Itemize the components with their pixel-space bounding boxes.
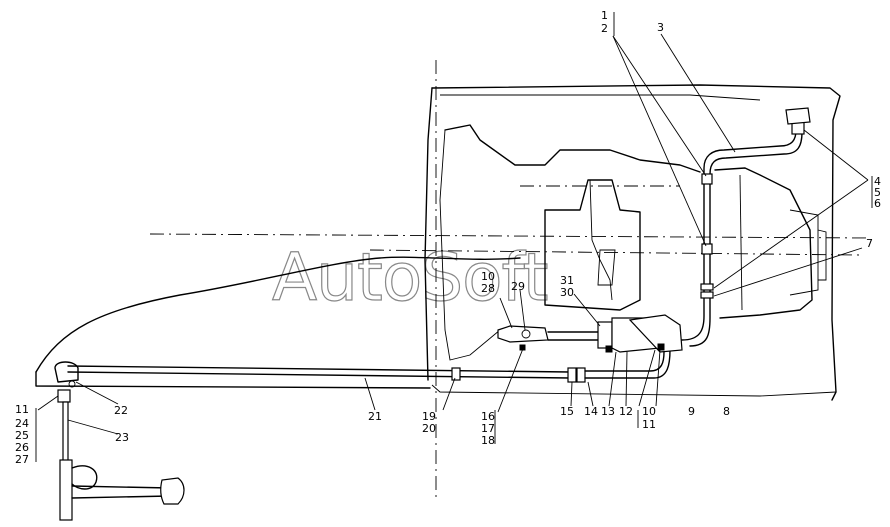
callout-10-upper: 10 <box>481 270 495 283</box>
callout-18: 18 <box>481 434 495 447</box>
callout-3: 3 <box>657 21 664 34</box>
hydraulic-line-21 <box>67 349 671 383</box>
callout-1: 1 <box>601 9 608 22</box>
callout-29: 29 <box>511 280 525 293</box>
cab-floor-outline <box>35 256 521 389</box>
callout-26: 26 <box>15 441 29 454</box>
callout-4: 4 <box>874 175 881 188</box>
pneumohydraulic-booster <box>497 314 683 353</box>
callout-11-pedal: 11 <box>15 403 29 416</box>
callout-28: 28 <box>481 282 495 295</box>
callout-30: 30 <box>560 286 574 299</box>
callout-6: 6 <box>874 197 881 210</box>
callout-24: 24 <box>15 417 29 430</box>
callout-8: 8 <box>723 405 730 418</box>
callout-15: 15 <box>560 405 574 418</box>
callout-5: 5 <box>874 186 881 199</box>
center-lines <box>149 60 871 500</box>
callout-10-lower: 10 <box>642 405 656 418</box>
callout-2: 2 <box>601 22 608 35</box>
callout-22: 22 <box>114 404 128 417</box>
callout-31: 31 <box>560 274 574 287</box>
callout-11-lower: 11 <box>642 418 656 431</box>
gearbox-housing <box>424 84 841 401</box>
callout-7: 7 <box>866 237 873 250</box>
clutch-pedal-assembly <box>54 361 185 521</box>
leader-lines <box>35 12 873 462</box>
callout-21: 21 <box>368 410 382 423</box>
callout-14: 14 <box>584 405 598 418</box>
callout-20: 20 <box>422 422 436 435</box>
reservoir-lines <box>681 107 811 347</box>
callout-9: 9 <box>688 405 695 418</box>
callout-17: 17 <box>481 422 495 435</box>
callout-19: 19 <box>422 410 436 423</box>
callout-13: 13 <box>601 405 615 418</box>
callout-labels: 1 2 3 4 5 6 7 8 9 10 11 12 13 14 15 16 1… <box>15 9 881 466</box>
callout-25: 25 <box>15 429 29 442</box>
callout-12: 12 <box>619 405 633 418</box>
callout-16: 16 <box>481 410 495 423</box>
callout-27: 27 <box>15 453 29 466</box>
callout-23: 23 <box>115 431 129 444</box>
